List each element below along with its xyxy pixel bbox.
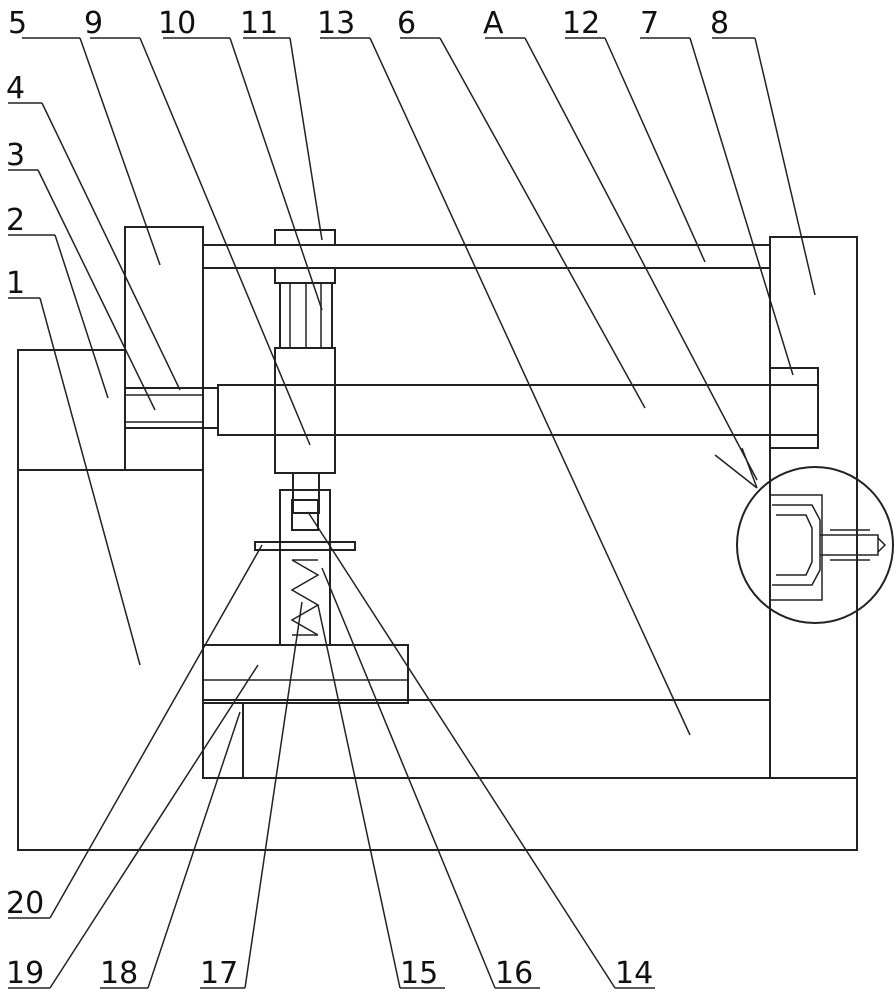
part-6-main-beam bbox=[217, 384, 819, 436]
label-11: 11 bbox=[240, 6, 278, 41]
part-11-top-cap bbox=[274, 229, 336, 246]
label-13: 13 bbox=[317, 6, 355, 41]
parts bbox=[17, 226, 894, 851]
label-2: 2 bbox=[6, 203, 25, 238]
label-a: A bbox=[483, 6, 504, 41]
part-7-right-bracket bbox=[769, 367, 819, 449]
part-18-support bbox=[202, 702, 244, 779]
label-8: 8 bbox=[710, 6, 729, 41]
label-10: 10 bbox=[158, 6, 196, 41]
detail-a-circle bbox=[736, 466, 894, 624]
part-1-base-frame bbox=[17, 236, 858, 851]
part-2-left-block bbox=[17, 349, 126, 471]
label-6: 6 bbox=[397, 6, 416, 41]
part-20-flange bbox=[254, 541, 356, 551]
label-1: 1 bbox=[6, 266, 25, 301]
part-9-slider-block bbox=[274, 347, 336, 474]
part-11-bottom-cap bbox=[274, 267, 336, 284]
label-9: 9 bbox=[84, 6, 103, 41]
label-15: 15 bbox=[400, 956, 438, 991]
top-labels: 5 9 10 11 13 6 A 12 7 8 bbox=[8, 6, 729, 41]
part-15-spring bbox=[290, 559, 320, 636]
label-20: 20 bbox=[6, 886, 44, 921]
bottom-labels: 20 19 18 17 15 16 14 bbox=[6, 886, 653, 991]
part-19-table bbox=[202, 644, 409, 704]
label-4: 4 bbox=[6, 71, 25, 106]
part-5-left-post bbox=[124, 226, 204, 471]
label-12: 12 bbox=[562, 6, 600, 41]
label-5: 5 bbox=[8, 6, 27, 41]
label-17: 17 bbox=[200, 956, 238, 991]
label-3: 3 bbox=[6, 138, 25, 173]
part-14-rod bbox=[292, 472, 320, 514]
label-14: 14 bbox=[615, 956, 653, 991]
label-18: 18 bbox=[100, 956, 138, 991]
part-3-shaft bbox=[124, 387, 219, 429]
part-8-right-post bbox=[769, 236, 858, 779]
part-17-plunger bbox=[291, 499, 319, 531]
detail-a-clamp bbox=[770, 494, 887, 601]
label-19: 19 bbox=[6, 956, 44, 991]
label-7: 7 bbox=[640, 6, 659, 41]
label-16: 16 bbox=[495, 956, 533, 991]
detail-a-arrow bbox=[714, 454, 758, 489]
part-12-top-rod bbox=[202, 244, 771, 269]
leader-lines bbox=[8, 37, 816, 989]
left-labels: 4 3 2 1 bbox=[6, 71, 25, 301]
